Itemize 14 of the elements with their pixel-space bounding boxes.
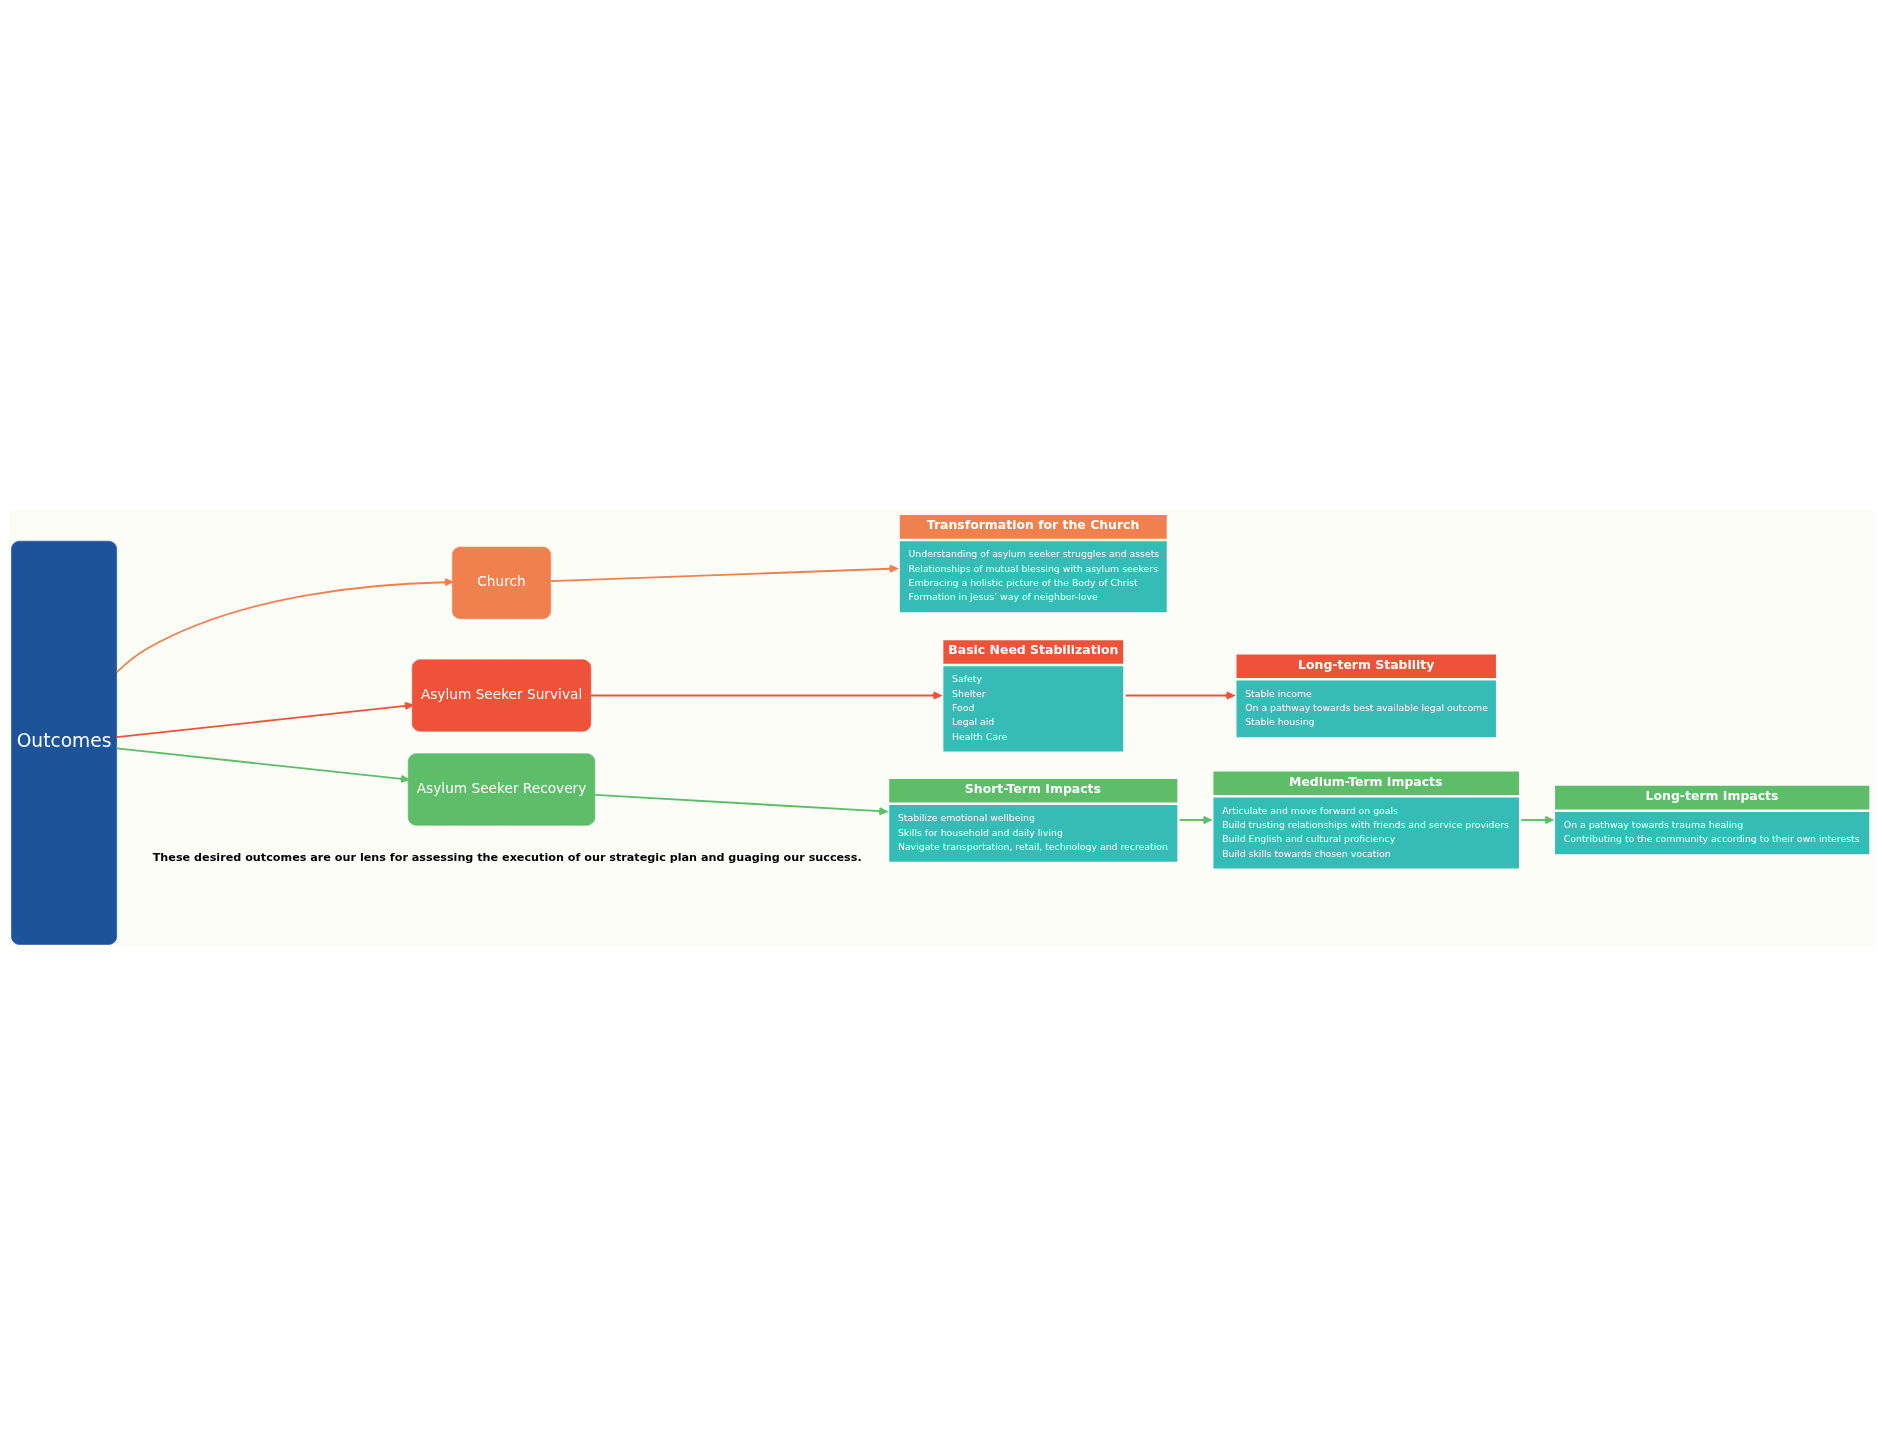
node-box: Asylum Seeker Survival <box>411 658 591 732</box>
node-box: Church <box>451 546 551 619</box>
arrow <box>1178 815 1211 824</box>
arrow <box>115 746 409 783</box>
arrow <box>549 564 898 582</box>
arrow <box>589 691 941 700</box>
node-box: Asylum Seeker Recovery <box>407 752 595 826</box>
arrow <box>593 793 887 815</box>
arrow <box>1124 691 1234 700</box>
arrow <box>1519 815 1553 824</box>
arrow <box>115 701 413 738</box>
node-box: Outcomes <box>10 540 117 945</box>
arrow <box>115 577 453 673</box>
label: These desired outcomes are our lens for assessing the execution of our strategic plan and guaging our success. <box>152 850 862 864</box>
